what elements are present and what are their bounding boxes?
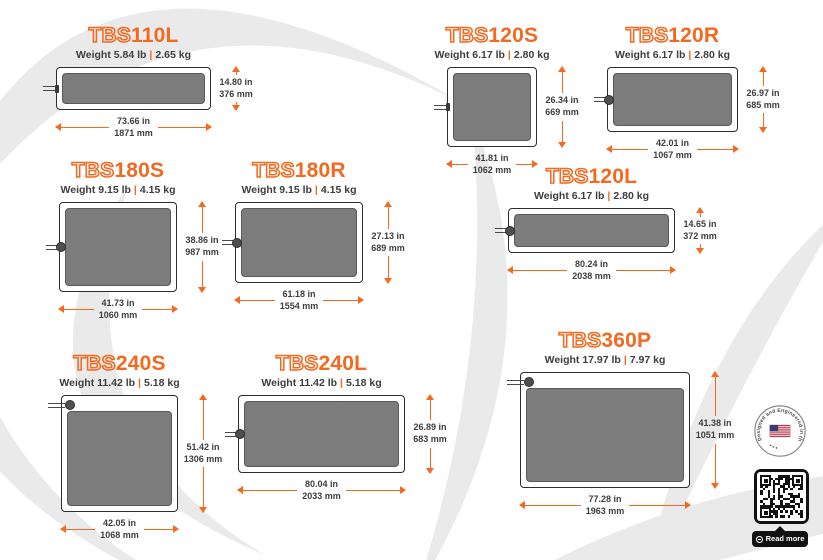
panel-outline <box>495 208 675 253</box>
product-weight: Weight 6.17 lb|2.80 kg <box>615 48 730 61</box>
corner-knob-icon <box>48 400 75 411</box>
product-title: TBS240S <box>73 352 166 375</box>
panel-outline <box>225 395 405 473</box>
product-weight: Weight 6.17 lb|2.80 kg <box>534 189 649 202</box>
corner-knob-icon <box>507 377 534 388</box>
product-title: TBS180R <box>251 159 346 182</box>
product-title: TBS240L <box>275 352 368 375</box>
usa-flag-icon <box>769 424 791 438</box>
product-tbs240s: TBS240S Weight 11.42 lb|5.18 kg 42.05 in… <box>48 352 222 540</box>
product-title: TBS120S <box>445 24 539 47</box>
panel-outline <box>222 202 363 283</box>
pointer-up-triangle-icon <box>775 526 785 531</box>
side-knob-icon <box>495 225 515 236</box>
product-weight: Weight 9.15 lb|4.15 kg <box>60 183 176 196</box>
side-knob-icon <box>222 237 242 248</box>
panel-outline <box>507 372 690 488</box>
panel-outline <box>46 202 177 292</box>
side-knob-icon <box>225 429 245 439</box>
svg-text:• • •: • • • <box>768 443 778 452</box>
product-title: TBS180S <box>71 159 165 182</box>
product-weight: Weight 9.15 lb|4.15 kg <box>241 183 357 196</box>
panel-outline <box>43 67 211 110</box>
product-weight: Weight 17.97 lb|7.97 kg <box>544 353 666 366</box>
side-plug-icon <box>43 84 59 94</box>
product-title: TBS120L <box>545 165 638 188</box>
product-weight: Weight 5.84 lb|2.65 kg <box>76 48 191 61</box>
panel-outline <box>434 67 537 147</box>
side-plug-icon <box>434 102 450 112</box>
product-weight: Weight 11.42 lb|5.18 kg <box>59 376 180 389</box>
panel-surface <box>453 73 531 141</box>
panel-surface <box>526 388 684 482</box>
product-title: TBS360P <box>558 329 652 352</box>
product-title: TBS120R <box>625 24 720 47</box>
made-in-usa-badge: Designed and Engineered in the USA • • • <box>751 400 807 458</box>
side-knob-icon <box>594 94 614 105</box>
panel-outline <box>594 67 738 132</box>
panel-outline <box>48 395 178 512</box>
product-weight: Weight 6.17 lb|2.80 kg <box>434 48 550 61</box>
qr-finder-icon <box>760 507 771 518</box>
qr-code <box>754 469 809 524</box>
product-tbs360p: TBS360P Weight 17.97 lb|7.97 kg 77.28 in… <box>507 329 734 516</box>
read-more-label: Read more <box>765 534 805 544</box>
read-more-icon <box>755 535 763 543</box>
badge-dots: • • • <box>768 443 778 452</box>
panel-surface <box>67 411 172 506</box>
side-knob-icon <box>46 242 66 252</box>
qr-finder-icon <box>760 475 771 486</box>
panel-surface <box>514 214 669 247</box>
product-tbs240l: TBS240L Weight 11.42 lb|5.18 kg 80.04 in… <box>225 352 447 501</box>
read-more-button[interactable]: Read more <box>752 526 808 547</box>
panel-surface <box>62 73 205 104</box>
qr-finder-icon <box>792 475 803 486</box>
panel-surface <box>244 401 399 467</box>
product-weight: Weight 11.42 lb|5.18 kg <box>261 376 382 389</box>
panel-surface <box>241 208 357 277</box>
product-title: TBS110L <box>88 24 179 47</box>
panel-surface <box>613 73 732 126</box>
panel-surface <box>65 208 171 286</box>
